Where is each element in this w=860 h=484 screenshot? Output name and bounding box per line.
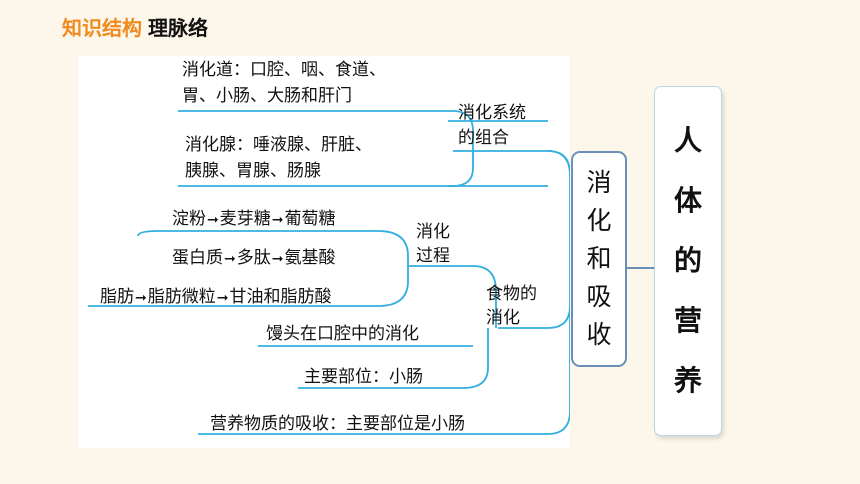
fat-label: 脂肪: [100, 287, 134, 307]
digestive-glands-line1: 消化腺：唾液腺、肝脏、: [185, 135, 372, 155]
mantou-digestion: 馒头在口腔中的消化: [266, 324, 419, 344]
arrow-icon: ➞: [207, 212, 219, 228]
protein-label: 蛋白质: [172, 248, 223, 268]
starch-label: 淀粉: [172, 209, 206, 229]
system-composition-line2: 的组合: [458, 128, 509, 148]
starch-chain: 淀粉➞麦芽糖➞葡萄糖: [172, 207, 335, 232]
process-line1: 消化: [416, 222, 450, 242]
box-connector: [627, 267, 654, 269]
nutrition-char: 养: [673, 364, 702, 397]
absorption: 营养物质的吸收：主要部位是小肠: [210, 414, 465, 434]
digestion-char: 和: [586, 244, 612, 273]
digestive-glands-line2: 胰腺、胃腺、肠腺: [185, 161, 321, 181]
digestion-char: 吸: [586, 282, 612, 311]
mind-map-lines: [88, 110, 570, 435]
mind-map-panel: 消化道：口腔、咽、食道、 胃、小肠、大肠和肝门 消化腺：唾液腺、肝脏、 胰腺、胃…: [78, 56, 570, 448]
arrow-icon: ➞: [271, 212, 284, 228]
fat-particle-label: 脂肪微粒: [147, 287, 216, 307]
arrow-icon: ➞: [224, 251, 236, 267]
amino-acid-label: 氨基酸: [284, 248, 336, 268]
arrow-icon: ➞: [216, 290, 229, 306]
nutrition-char: 的: [673, 244, 702, 277]
digestive-tract-line1: 消化道：口腔、咽、食道、: [182, 60, 386, 80]
arrow-icon: ➞: [271, 251, 284, 267]
food-digestion-line2: 消化: [486, 308, 520, 328]
section-subtitle: 理脉络: [148, 16, 208, 40]
glucose-label: 葡萄糖: [284, 209, 336, 229]
human-nutrition-box: 人 体 的 营 养: [654, 86, 722, 436]
protein-chain: 蛋白质➞多肽➞氨基酸: [172, 246, 335, 271]
main-site: 主要部位：小肠: [304, 367, 423, 387]
nutrition-char: 体: [673, 184, 702, 217]
glycerol-label: 甘油和脂肪酸: [229, 287, 332, 307]
arrow-icon: ➞: [135, 290, 147, 306]
nutrition-char: 人: [673, 124, 702, 157]
fat-chain: 脂肪➞脂肪微粒➞甘油和脂肪酸: [100, 285, 331, 310]
digestion-absorption-box: 消 化 和 吸 收: [571, 151, 627, 367]
digestion-char: 消: [586, 168, 612, 197]
system-composition-line1: 消化系统: [458, 103, 526, 123]
peptide-label: 多肽: [236, 248, 271, 268]
process-line2: 过程: [416, 246, 450, 266]
food-digestion-line1: 食物的: [486, 284, 537, 304]
section-header: 知识结构理脉络: [62, 12, 208, 41]
digestion-char: 化: [586, 206, 612, 235]
maltose-label: 麦芽糖: [219, 209, 271, 229]
section-label: 知识结构: [62, 16, 142, 40]
digestion-char: 收: [586, 320, 612, 349]
digestive-tract-line2: 胃、小肠、大肠和肝门: [182, 86, 352, 106]
nutrition-char: 营: [673, 304, 702, 337]
